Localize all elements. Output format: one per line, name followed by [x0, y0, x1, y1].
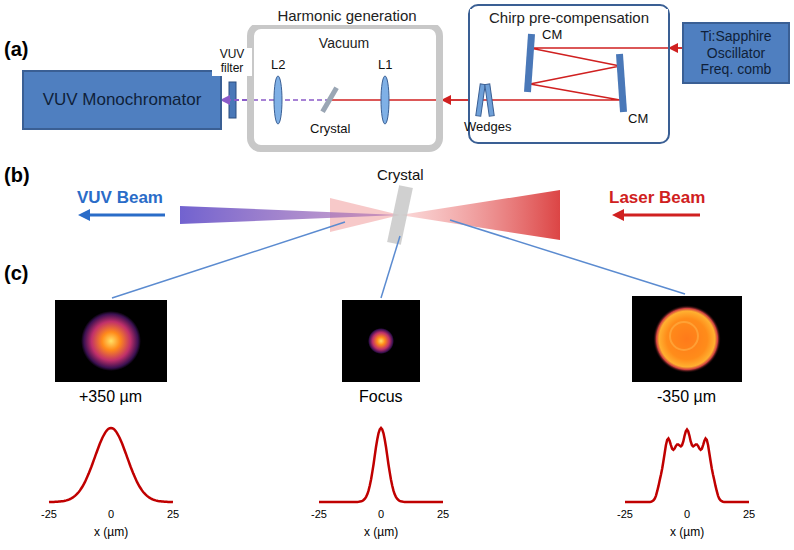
laser-source-box: Ti:Sapphire Oscillator Freq. comb [682, 22, 790, 84]
profile-curve [625, 430, 749, 503]
axis-label: x (µm) [364, 526, 398, 540]
beam-connector [443, 99, 468, 101]
beam-spot [368, 328, 394, 354]
axis-tick: 0 [108, 508, 114, 521]
part-label: Wedges [464, 120, 511, 135]
node-text: Harmonic generation [244, 7, 450, 25]
panel-label: (b) [4, 164, 30, 187]
beam-image [55, 300, 167, 382]
monochromator-box: VUV Monochromator [22, 70, 222, 130]
node-text: VUV Monochromator [43, 90, 202, 110]
axis-tick: 25 [437, 508, 449, 521]
wedge [485, 84, 494, 116]
node-text: Vacuum [294, 35, 394, 52]
crystal [387, 185, 413, 245]
axis-tick: 25 [167, 508, 179, 521]
part-label: L2 [271, 58, 285, 73]
axis-label: x (µm) [670, 526, 704, 540]
part-label: VUV filter [212, 48, 252, 76]
beam-ring [653, 305, 721, 373]
wedge [476, 84, 485, 116]
beam-label: Laser Beam [609, 188, 705, 208]
panel-label: (a) [4, 38, 28, 61]
axis-tick: 25 [743, 508, 755, 521]
position-caption: Focus [359, 388, 403, 406]
axis-tick: -25 [311, 508, 327, 521]
beam-spot [81, 311, 141, 371]
node-text: Chirp pre-compensation [470, 9, 668, 27]
beam-connector [670, 47, 682, 49]
vuv-beam [180, 206, 400, 224]
leader-line [450, 220, 685, 294]
profile-curve [49, 428, 173, 502]
beam-ring [670, 322, 698, 350]
crystal-plate [320, 86, 338, 113]
laser-beam-path [482, 48, 670, 100]
axis-tick: 0 [378, 508, 384, 521]
beam-connector [222, 99, 247, 101]
axis-tick: 0 [684, 508, 690, 521]
arrow-line [86, 214, 165, 217]
vuv-beam-path [247, 99, 330, 101]
beam-image [342, 300, 420, 382]
position-caption: -350 µm [657, 388, 716, 406]
part-label: CM [628, 112, 648, 127]
lens [381, 76, 389, 124]
laser-cone [400, 190, 560, 240]
chirped-mirror [524, 34, 535, 92]
part-label: L1 [378, 58, 392, 73]
chirped-mirror [616, 54, 627, 112]
arrow-head [78, 209, 90, 221]
lens [274, 76, 282, 124]
leader-line [112, 222, 345, 298]
position-caption: +350 µm [79, 388, 142, 406]
panel-label: (c) [4, 262, 28, 285]
arrow-line [620, 214, 700, 217]
part-label: CM [542, 28, 562, 43]
node-text: Ti:Sapphire Oscillator Freq. comb [690, 28, 782, 78]
beam-label: VUV Beam [77, 188, 163, 208]
beam-image [632, 296, 742, 382]
arrow-head [612, 209, 624, 221]
axis-tick: -25 [617, 508, 633, 521]
axis-tick: -25 [41, 508, 57, 521]
axis-label: x (µm) [94, 526, 128, 540]
profile-curve [319, 428, 443, 502]
part-label: Crystal [310, 122, 350, 137]
part-label: Crystal [377, 166, 424, 183]
leader-line [381, 236, 400, 298]
